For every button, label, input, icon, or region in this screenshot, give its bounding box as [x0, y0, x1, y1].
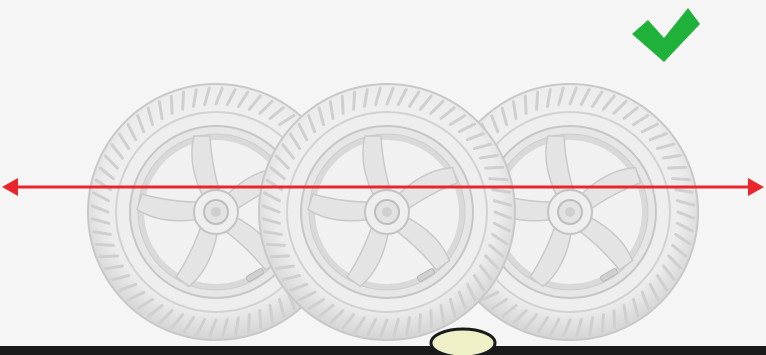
- wheel-center: [259, 84, 515, 340]
- arrow-right-icon: [748, 178, 764, 196]
- road-bump: [431, 329, 495, 355]
- check-mark-icon: [632, 8, 700, 62]
- arrow-left-icon: [2, 178, 18, 196]
- ground-line: [0, 346, 766, 355]
